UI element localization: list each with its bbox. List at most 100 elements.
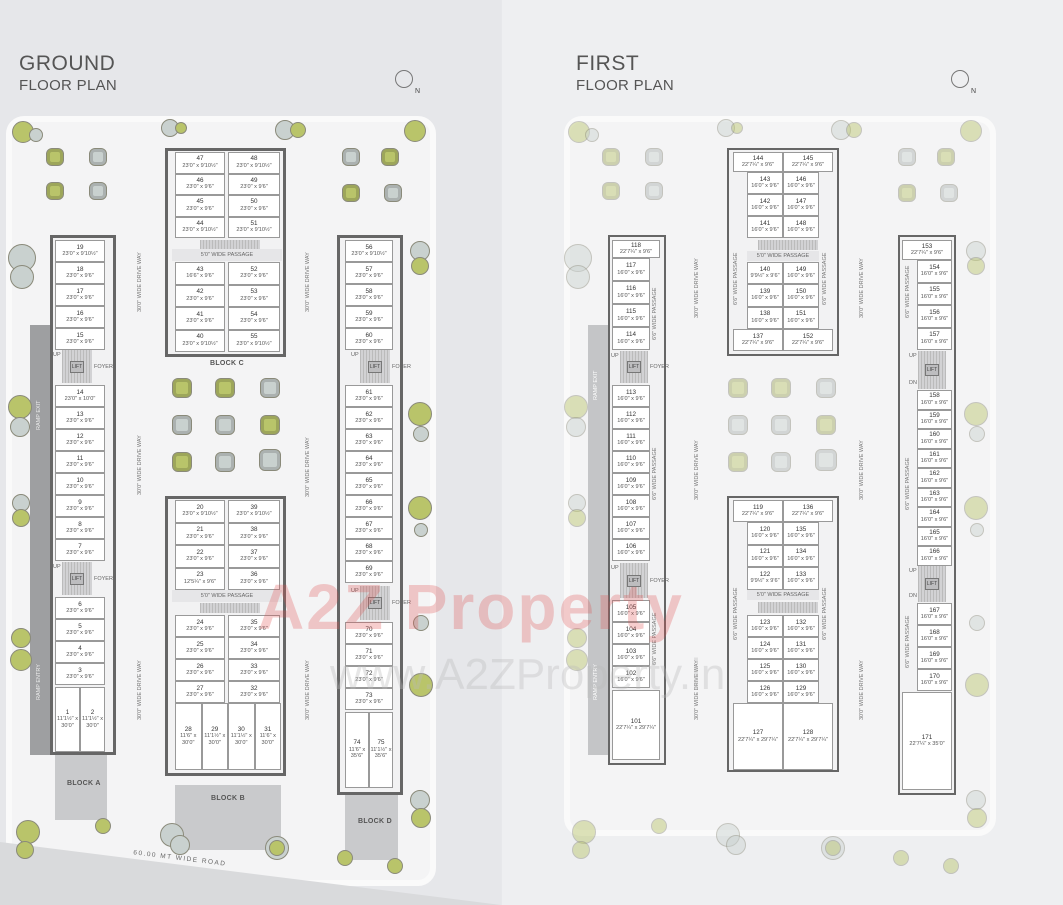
unit-17[interactable]: 1723'0" x 9'6" (55, 284, 105, 306)
unit-103[interactable]: 10316'0" x 9'6" (612, 644, 650, 666)
unit-131[interactable]: 13116'0" x 9'6" (783, 637, 819, 659)
unit-145[interactable]: 14522'7¼" x 9'6" (783, 152, 833, 172)
unit-28[interactable]: 2811'6" x 30'0" (175, 703, 202, 770)
unit-71[interactable]: 7123'0" x 9'6" (345, 644, 393, 666)
unit-167[interactable]: 16716'0" x 9'6" (917, 603, 952, 625)
unit-13[interactable]: 1323'0" x 9'6" (55, 407, 105, 429)
unit-129[interactable]: 12916'0" x 9'6" (783, 681, 819, 703)
unit-113[interactable]: 11316'0" x 9'6" (612, 385, 650, 407)
unit-105[interactable]: 10516'0" x 9'6" (612, 600, 650, 622)
unit-27[interactable]: 2723'0" x 9'6" (175, 681, 225, 703)
unit-160[interactable]: 16016'0" x 9'6" (917, 429, 952, 449)
unit-118[interactable]: 11822'7¼" x 9'6" (612, 240, 660, 258)
unit-16[interactable]: 1623'0" x 9'6" (55, 306, 105, 328)
unit-73[interactable]: 7323'0" x 9'6" (345, 688, 393, 710)
unit-25[interactable]: 2523'0" x 9'6" (175, 637, 225, 659)
unit-136[interactable]: 13622'7¼" x 9'6" (783, 500, 833, 522)
unit-107[interactable]: 10716'0" x 9'6" (612, 517, 650, 539)
unit-55[interactable]: 5523'0" x 9'10½" (228, 329, 280, 352)
unit-22[interactable]: 2223'0" x 9'6" (175, 545, 225, 568)
unit-153[interactable]: 15322'7¼" x 9'6" (902, 240, 952, 260)
unit-65[interactable]: 6523'0" x 9'6" (345, 473, 393, 495)
unit-14[interactable]: 1423'0" x 10'0" (55, 385, 105, 407)
unit-19[interactable]: 1923'0" x 9'10½" (55, 240, 105, 262)
unit-5[interactable]: 523'0" x 9'6" (55, 619, 105, 641)
unit-139[interactable]: 13916'0" x 9'6" (747, 284, 783, 307)
unit-43[interactable]: 4316'6" x 9'6" (175, 262, 225, 285)
unit-75[interactable]: 7511'1½" x 35'6" (369, 712, 393, 788)
unit-163[interactable]: 16316'0" x 9'6" (917, 487, 952, 507)
unit-63[interactable]: 6323'0" x 9'6" (345, 429, 393, 451)
unit-53[interactable]: 5323'0" x 9'6" (228, 284, 280, 307)
unit-126[interactable]: 12616'0" x 9'6" (747, 681, 783, 703)
unit-61[interactable]: 6123'0" x 9'6" (345, 385, 393, 407)
unit-50[interactable]: 5023'0" x 9'6" (228, 195, 280, 217)
unit-56[interactable]: 5623'0" x 9'10½" (345, 240, 393, 262)
unit-171[interactable]: 17122'7¼" x 35'0" (902, 692, 952, 790)
unit-115[interactable]: 11516'0" x 9'6" (612, 304, 650, 327)
unit-23[interactable]: 2312'5¼" x 9'6" (175, 567, 225, 590)
unit-72[interactable]: 7223'0" x 9'6" (345, 666, 393, 688)
unit-2[interactable]: 211'1½" x 30'0" (80, 687, 105, 752)
unit-60[interactable]: 6023'0" x 9'6" (345, 328, 393, 350)
unit-37[interactable]: 3723'0" x 9'6" (228, 545, 280, 568)
unit-119[interactable]: 11922'7¼" x 9'6" (733, 500, 783, 522)
unit-154[interactable]: 15416'0" x 9'6" (917, 260, 952, 283)
unit-166[interactable]: 16616'0" x 9'6" (917, 546, 952, 566)
unit-68[interactable]: 6823'0" x 9'6" (345, 539, 393, 561)
unit-152[interactable]: 15222'7¼" x 9'6" (783, 329, 833, 351)
unit-8[interactable]: 823'0" x 9'6" (55, 517, 105, 539)
unit-110[interactable]: 11016'0" x 9'6" (612, 451, 650, 473)
unit-57[interactable]: 5723'0" x 9'6" (345, 262, 393, 284)
unit-111[interactable]: 11116'0" x 9'6" (612, 429, 650, 451)
unit-156[interactable]: 15616'0" x 9'6" (917, 305, 952, 328)
unit-52[interactable]: 5223'0" x 9'6" (228, 262, 280, 285)
unit-106[interactable]: 10616'0" x 9'6" (612, 539, 650, 561)
unit-45[interactable]: 4523'0" x 9'6" (175, 195, 225, 217)
unit-108[interactable]: 10816'0" x 9'6" (612, 495, 650, 517)
unit-7[interactable]: 723'0" x 9'6" (55, 539, 105, 561)
unit-132[interactable]: 13216'0" x 9'6" (783, 615, 819, 637)
unit-168[interactable]: 16816'0" x 9'6" (917, 625, 952, 647)
unit-51[interactable]: 5123'0" x 9'10½" (228, 216, 280, 238)
unit-39[interactable]: 3923'0" x 9'10½" (228, 500, 280, 523)
unit-170[interactable]: 17016'0" x 9'6" (917, 669, 952, 691)
unit-124[interactable]: 12416'0" x 9'6" (747, 637, 783, 659)
unit-26[interactable]: 2623'0" x 9'6" (175, 659, 225, 681)
unit-69[interactable]: 6923'0" x 9'6" (345, 561, 393, 583)
unit-18[interactable]: 1823'0" x 9'6" (55, 262, 105, 284)
unit-158[interactable]: 15816'0" x 9'6" (917, 390, 952, 410)
unit-31[interactable]: 3111'6" x 30'0" (254, 703, 281, 770)
unit-140[interactable]: 1409'9½" x 9'6" (747, 262, 783, 285)
unit-155[interactable]: 15516'0" x 9'6" (917, 282, 952, 305)
unit-102[interactable]: 10216'0" x 9'6" (612, 666, 650, 688)
unit-9[interactable]: 923'0" x 9'6" (55, 495, 105, 517)
unit-123[interactable]: 12316'0" x 9'6" (747, 615, 783, 637)
unit-20[interactable]: 2023'0" x 9'10½" (175, 500, 225, 523)
unit-42[interactable]: 4223'0" x 9'6" (175, 284, 225, 307)
unit-70[interactable]: 7023'0" x 9'6" (345, 622, 393, 644)
unit-125[interactable]: 12516'0" x 9'6" (747, 659, 783, 681)
unit-138[interactable]: 13816'0" x 9'6" (747, 306, 783, 329)
unit-162[interactable]: 16216'0" x 9'6" (917, 468, 952, 488)
unit-101[interactable]: 10122'7¼" x 29'7¼" (612, 690, 660, 760)
unit-40[interactable]: 4023'0" x 9'10½" (175, 329, 225, 352)
unit-122[interactable]: 1229'9½" x 9'6" (747, 567, 783, 590)
unit-151[interactable]: 15116'0" x 9'6" (783, 306, 819, 329)
unit-33[interactable]: 3323'0" x 9'6" (228, 659, 280, 681)
unit-12[interactable]: 1223'0" x 9'6" (55, 429, 105, 451)
unit-10[interactable]: 1023'0" x 9'6" (55, 473, 105, 495)
unit-137[interactable]: 13722'7¼" x 9'6" (733, 329, 783, 351)
unit-165[interactable]: 16516'0" x 9'6" (917, 526, 952, 546)
unit-117[interactable]: 11716'0" x 9'6" (612, 258, 650, 281)
unit-4[interactable]: 423'0" x 9'6" (55, 641, 105, 663)
unit-3[interactable]: 323'0" x 9'6" (55, 663, 105, 685)
unit-30[interactable]: 3011'1½" x 30'0" (228, 703, 255, 770)
unit-144[interactable]: 14422'7¼" x 9'6" (733, 152, 783, 172)
unit-130[interactable]: 13016'0" x 9'6" (783, 659, 819, 681)
unit-169[interactable]: 16916'0" x 9'6" (917, 647, 952, 669)
unit-24[interactable]: 2423'0" x 9'6" (175, 615, 225, 637)
unit-58[interactable]: 5823'0" x 9'6" (345, 284, 393, 306)
unit-128[interactable]: 12822'7¼" x 29'7¼" (783, 703, 833, 770)
unit-74[interactable]: 7411'6" x 35'6" (345, 712, 369, 788)
